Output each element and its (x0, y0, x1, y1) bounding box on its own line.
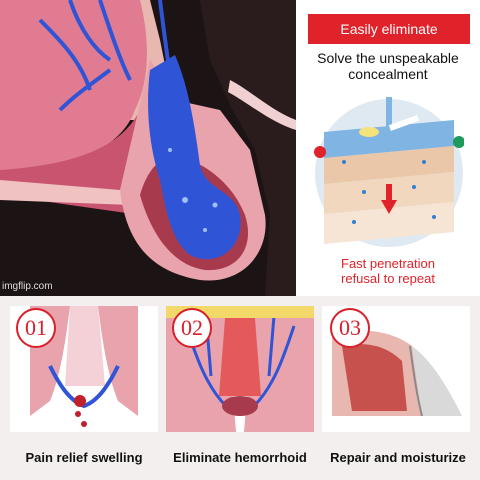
hemorrhoid-illustration: imgflip.com (0, 0, 296, 296)
penetration-caption-line-1: Fast penetration (341, 256, 435, 271)
anatomy-drawing (0, 0, 296, 296)
step-2-caption: Eliminate hemorrhoid (173, 450, 307, 465)
right-info-panel: Easily eliminate Solve the unspeakable c… (296, 0, 480, 296)
skin-penetration-diagram (314, 92, 465, 254)
step-3-caption: Repair and moisturize (330, 450, 466, 465)
easily-eliminate-banner: Easily eliminate (308, 14, 470, 44)
penetration-layers-drawing (314, 97, 465, 247)
step-1-number-badge: 01 (16, 308, 56, 348)
step-3-number-badge: 03 (330, 308, 370, 348)
watermark-text: imgflip.com (2, 281, 53, 292)
subtitle-line-1: Solve the unspeakable (317, 50, 459, 66)
subtitle-line-2: concealment (348, 66, 428, 82)
step-3-drawing (322, 306, 470, 432)
step-3-illustration (322, 306, 470, 432)
subtitle-text: Solve the unspeakable concealment (296, 50, 480, 82)
penetration-caption-line-2: refusal to repeat (341, 271, 435, 286)
step-1-caption: Pain relief swelling (25, 450, 143, 465)
step-2-number-badge: 02 (172, 308, 212, 348)
penetration-caption: Fast penetration refusal to repeat (296, 256, 480, 286)
